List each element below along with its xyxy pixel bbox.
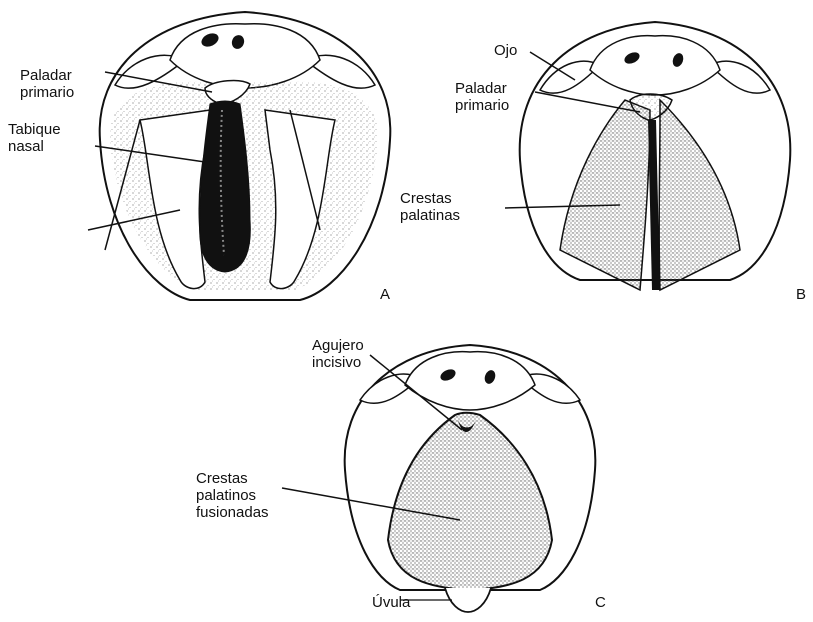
panel-letter-c: C: [595, 594, 606, 611]
panel-b-drawing: [505, 22, 790, 290]
label-b-primary-palate-line1: Paladar: [455, 80, 507, 97]
panel-letter-b: B: [796, 286, 806, 303]
label-c-uvula: Úvula: [372, 594, 410, 611]
label-c-fused-shelves-line2: palatinos: [196, 487, 256, 504]
panel-a-drawing: [88, 12, 390, 300]
label-b-primary-palate-line2: primario: [455, 97, 509, 114]
label-a-primary-palate-line2: primario: [20, 84, 74, 101]
panel-c-drawing: [282, 345, 595, 612]
label-b-eye: Ojo: [494, 42, 517, 59]
label-c-fused-shelves-line3: fusionadas: [196, 504, 269, 521]
label-a-primary-palate-line1: Paladar: [20, 67, 72, 84]
label-a-nasal-septum-line1: Tabique: [8, 121, 61, 138]
label-c-incisive-foramen-line2: incisivo: [312, 354, 361, 371]
label-a-nasal-septum-line2: nasal: [8, 138, 44, 155]
label-c-incisive-foramen-line1: Agujero: [312, 337, 364, 354]
panel-letter-a: A: [380, 286, 390, 303]
panel-a-nasal-septum: [200, 101, 251, 272]
label-c-fused-shelves-line1: Crestas: [196, 470, 248, 487]
label-b-palatal-shelves-line1: Crestas: [400, 190, 452, 207]
label-b-palatal-shelves-line2: palatinas: [400, 207, 460, 224]
